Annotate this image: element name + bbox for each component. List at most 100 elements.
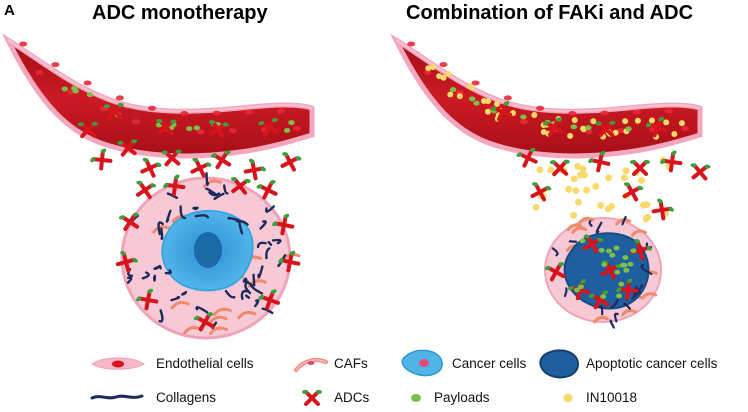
in10018-dot (574, 162, 581, 170)
endothelial-cell (51, 62, 60, 68)
in10018-dot (570, 211, 578, 219)
legend-label-adcs: ADCs (334, 390, 370, 405)
caf (641, 292, 658, 300)
payload (283, 128, 291, 134)
cancer-cell-icon (401, 349, 443, 377)
endothelial-cell (228, 128, 237, 134)
in10018-dot (547, 166, 555, 174)
collagen-fiber (256, 241, 267, 249)
collagen-fiber (152, 274, 157, 282)
caf (212, 307, 232, 317)
payload (570, 124, 578, 130)
endothelial-cell (293, 125, 302, 131)
legend-label-cafs: CAFs (334, 356, 368, 371)
collagen-fiber (598, 305, 604, 316)
legend-label-cancer-cells: Cancer cells (452, 356, 527, 371)
collagen-fiber (257, 265, 264, 279)
payload (600, 294, 607, 299)
payload-icon (411, 394, 421, 402)
payload (574, 287, 581, 293)
collagen-fiber (244, 294, 251, 299)
collagen-fiber (141, 271, 150, 280)
payload (627, 261, 634, 267)
in10018-dot (638, 177, 645, 184)
collagen-fiber (242, 280, 254, 287)
legend-label-in10018: IN10018 (586, 390, 638, 405)
collagen-fiber (155, 264, 162, 270)
panel-title-left: ADC monotherapy (92, 2, 268, 24)
legend-label-payloads: Payloads (434, 390, 490, 405)
caf (170, 301, 190, 310)
in10018-dot (565, 185, 572, 193)
collagen-fiber (238, 220, 244, 235)
legend-label-apoptotic-cancer-cells: Apoptotic cancer cells (586, 356, 718, 371)
collagen-fiber (265, 247, 271, 260)
collagen-fiber (205, 172, 210, 186)
adc-icon (300, 388, 324, 406)
endothelial-cell (407, 41, 416, 47)
in10018-dot (571, 117, 578, 124)
collagen-fiber (264, 205, 275, 213)
in10018-dot (574, 198, 582, 206)
in10018-icon (563, 393, 573, 403)
in10018-around-tumor-right (532, 156, 673, 223)
caf (615, 218, 632, 226)
payload (621, 262, 628, 268)
in10018-dot (531, 111, 538, 118)
endothelial-cell-icon (91, 357, 145, 370)
in10018-dot (447, 91, 454, 98)
collagen-fiber (631, 290, 642, 300)
collagens-left (126, 172, 287, 330)
collagen-fiber (126, 276, 133, 284)
collagen-fiber (213, 192, 225, 201)
adc (648, 195, 677, 223)
in10018-dot (605, 174, 613, 182)
collagen-fiber (240, 289, 249, 301)
caf (237, 310, 257, 320)
in10018-dot (583, 186, 590, 194)
endothelial-cell (536, 105, 545, 111)
in10018-dot (648, 117, 655, 124)
collagen-fiber (254, 299, 260, 308)
payload (579, 238, 586, 244)
adc (627, 157, 653, 177)
collagen-fiber (551, 247, 559, 257)
endothelial-cell (276, 108, 285, 114)
collagen-fiber (179, 205, 187, 220)
collagen-fiber (165, 209, 172, 223)
payload (520, 114, 527, 120)
endothelial-cell (616, 128, 625, 134)
payload (605, 248, 612, 254)
collagen-fiber (271, 238, 282, 245)
in10018-dot (570, 175, 578, 183)
legend-label-endothelial-cells: Endothelial cells (156, 356, 254, 371)
adc (618, 179, 646, 203)
collagen-fiber (166, 192, 179, 200)
in10018-dot (663, 119, 670, 126)
caf (566, 223, 583, 231)
in10018-dot (622, 118, 629, 125)
in10018-dot (580, 126, 587, 133)
panel-title-right: Combination of FAKi and ADC (406, 2, 694, 24)
collagen-fiber (164, 269, 173, 275)
payload (468, 96, 476, 102)
apoptotic-cancer-cell-icon (539, 349, 580, 379)
endothelial-cell (423, 69, 432, 75)
payload (618, 281, 625, 287)
collagen-fiber (170, 295, 181, 302)
caf (183, 326, 203, 335)
collagen-fiber (223, 184, 229, 195)
endothelial-cell (455, 89, 464, 95)
adc (657, 147, 686, 175)
endothelial-cell (503, 95, 512, 101)
endothelial-cell (196, 129, 205, 135)
collagen-fiber (195, 306, 209, 314)
collagen-fiber (613, 312, 619, 323)
payload (623, 267, 630, 273)
caf (202, 179, 222, 188)
collagen-fiber (563, 287, 568, 298)
caf (152, 225, 172, 234)
in10018-dot (467, 83, 474, 90)
collagen-fiber (160, 227, 164, 240)
payload (630, 248, 637, 254)
